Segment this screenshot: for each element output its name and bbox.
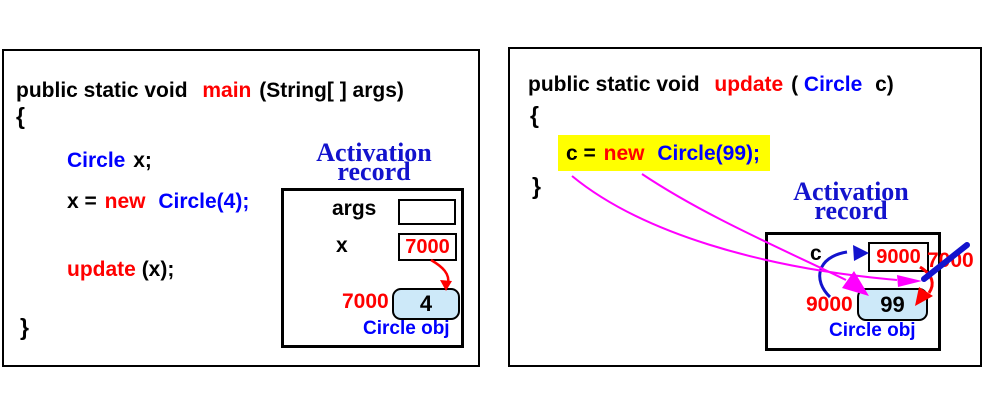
update-call-name-text: update xyxy=(67,258,136,281)
c-new-keyword-text: new xyxy=(603,142,645,165)
decl-type-text: Circle xyxy=(67,149,126,172)
c-variable-label: c xyxy=(810,242,822,265)
object-address-label: 7000 xyxy=(342,290,389,313)
circle-object-caption: Circle obj xyxy=(363,318,450,339)
activation-record-title-right: Activation record xyxy=(756,179,946,225)
args-label: args xyxy=(332,197,377,220)
assignment-line: x = new Circle(4); xyxy=(67,190,249,213)
c-value-box: 9000 xyxy=(868,242,929,272)
circle-object-caption: Circle obj xyxy=(829,320,916,341)
declaration-line: Circle x; xyxy=(67,149,152,172)
update-method-name-text: update xyxy=(714,73,784,96)
update-activation-record-box: c 9000 9000 99 Circle obj xyxy=(765,232,941,351)
update-open-brace: { xyxy=(530,102,539,128)
highlighted-assignment-line: c = new Circle(99); xyxy=(558,135,771,172)
update-call-line: update (x); xyxy=(67,258,174,281)
update-modifiers-text: public static void xyxy=(528,73,700,96)
update-method-panel: public static void update ( Circle c) { … xyxy=(508,47,982,367)
update-params-var-text: c) xyxy=(875,73,894,96)
c-assign-lhs-text: c = xyxy=(566,142,596,165)
main-method-signature: public static void main (String[ ] args) xyxy=(16,79,404,102)
decl-var-text: x; xyxy=(133,149,152,172)
title-line2-text: record xyxy=(814,196,888,225)
circle-object-box: 99 xyxy=(857,288,928,321)
main-close-brace: } xyxy=(20,314,29,340)
main-open-brace: { xyxy=(16,103,25,129)
x-variable-label: x xyxy=(336,234,348,257)
old-reference-value: 7000 xyxy=(927,249,974,272)
args-value-box xyxy=(398,199,456,225)
main-modifiers-text: public static void xyxy=(16,79,188,102)
new-keyword-text: new xyxy=(104,190,146,213)
assign-lhs-text: x = xyxy=(67,190,97,213)
main-params-text: (String[ ] args) xyxy=(259,79,404,102)
c-constructor-call-text: Circle(99); xyxy=(657,142,761,165)
constructor-call-text: Circle(4); xyxy=(158,190,250,213)
activation-record-title: Activation record xyxy=(279,138,469,186)
main-method-panel: public static void main (String[ ] args)… xyxy=(2,49,480,367)
update-close-brace: } xyxy=(532,173,541,199)
update-method-signature: public static void update ( Circle c) xyxy=(528,73,894,96)
title-line2-text: record xyxy=(337,157,411,186)
title-line1-text: Activation xyxy=(316,138,432,167)
update-params-type-text: Circle xyxy=(803,73,863,96)
main-activation-record-box: args x 7000 7000 4 Circle obj xyxy=(281,188,464,348)
x-value-box: 7000 xyxy=(398,233,457,261)
update-params-open-text: ( xyxy=(791,73,799,96)
main-method-name-text: main xyxy=(202,79,252,102)
circle-object-box: 4 xyxy=(392,288,460,320)
object-address-label: 9000 xyxy=(806,293,853,316)
update-call-args-text: (x); xyxy=(141,258,175,281)
